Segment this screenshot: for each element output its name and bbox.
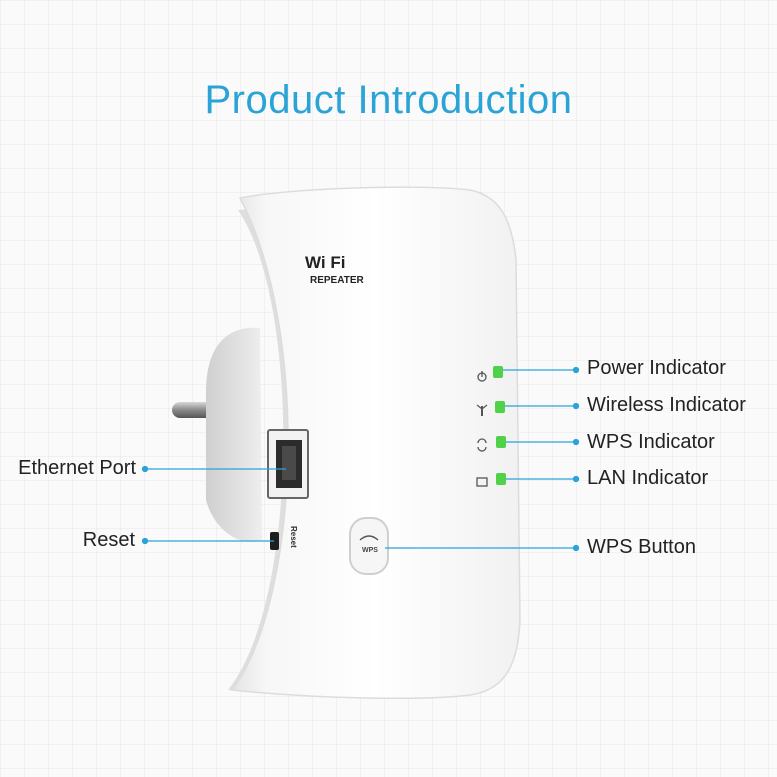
reset-button: Reset: [270, 526, 298, 550]
lan-dot: [572, 475, 580, 483]
reset-label: Reset: [82, 529, 135, 551]
reset-dot: [141, 537, 149, 545]
logo-brand: Wi Fi: [305, 253, 345, 272]
power-dot: [572, 366, 580, 374]
wireless-indicator-label: Wireless Indicator: [587, 394, 746, 416]
ethernet-port-label: Ethernet Port: [18, 457, 136, 479]
wps-ind-dot: [572, 438, 580, 446]
wps-indicator-label: WPS Indicator: [587, 431, 715, 453]
logo-sub: REPEATER: [310, 275, 364, 286]
lan-led: [496, 473, 506, 485]
plug-base: [206, 327, 262, 542]
wireless-led: [495, 401, 505, 413]
wps-button-mark: WPS: [362, 547, 378, 554]
page-title: Product Introduction: [204, 78, 573, 122]
wireless-dot: [572, 402, 580, 410]
power-led: [493, 366, 503, 378]
wps-button-dot: [572, 544, 580, 552]
wps-button: WPS: [349, 517, 389, 575]
wps-led: [496, 436, 506, 448]
wps-button-label: WPS Button: [587, 536, 696, 558]
lan-indicator-label: LAN Indicator: [587, 467, 709, 489]
wps-arrows-icon: [477, 438, 487, 452]
lan-icon: [476, 477, 488, 487]
power-icon: [477, 371, 487, 382]
ethernet-port: [267, 429, 309, 499]
antenna-icon: [476, 404, 488, 416]
ethernet-dot: [141, 465, 149, 473]
reset-small-label: Reset: [289, 526, 298, 548]
power-indicator-label: Power Indicator: [587, 357, 726, 379]
wifi-logo: Wi Fi REPEATER: [305, 253, 364, 286]
